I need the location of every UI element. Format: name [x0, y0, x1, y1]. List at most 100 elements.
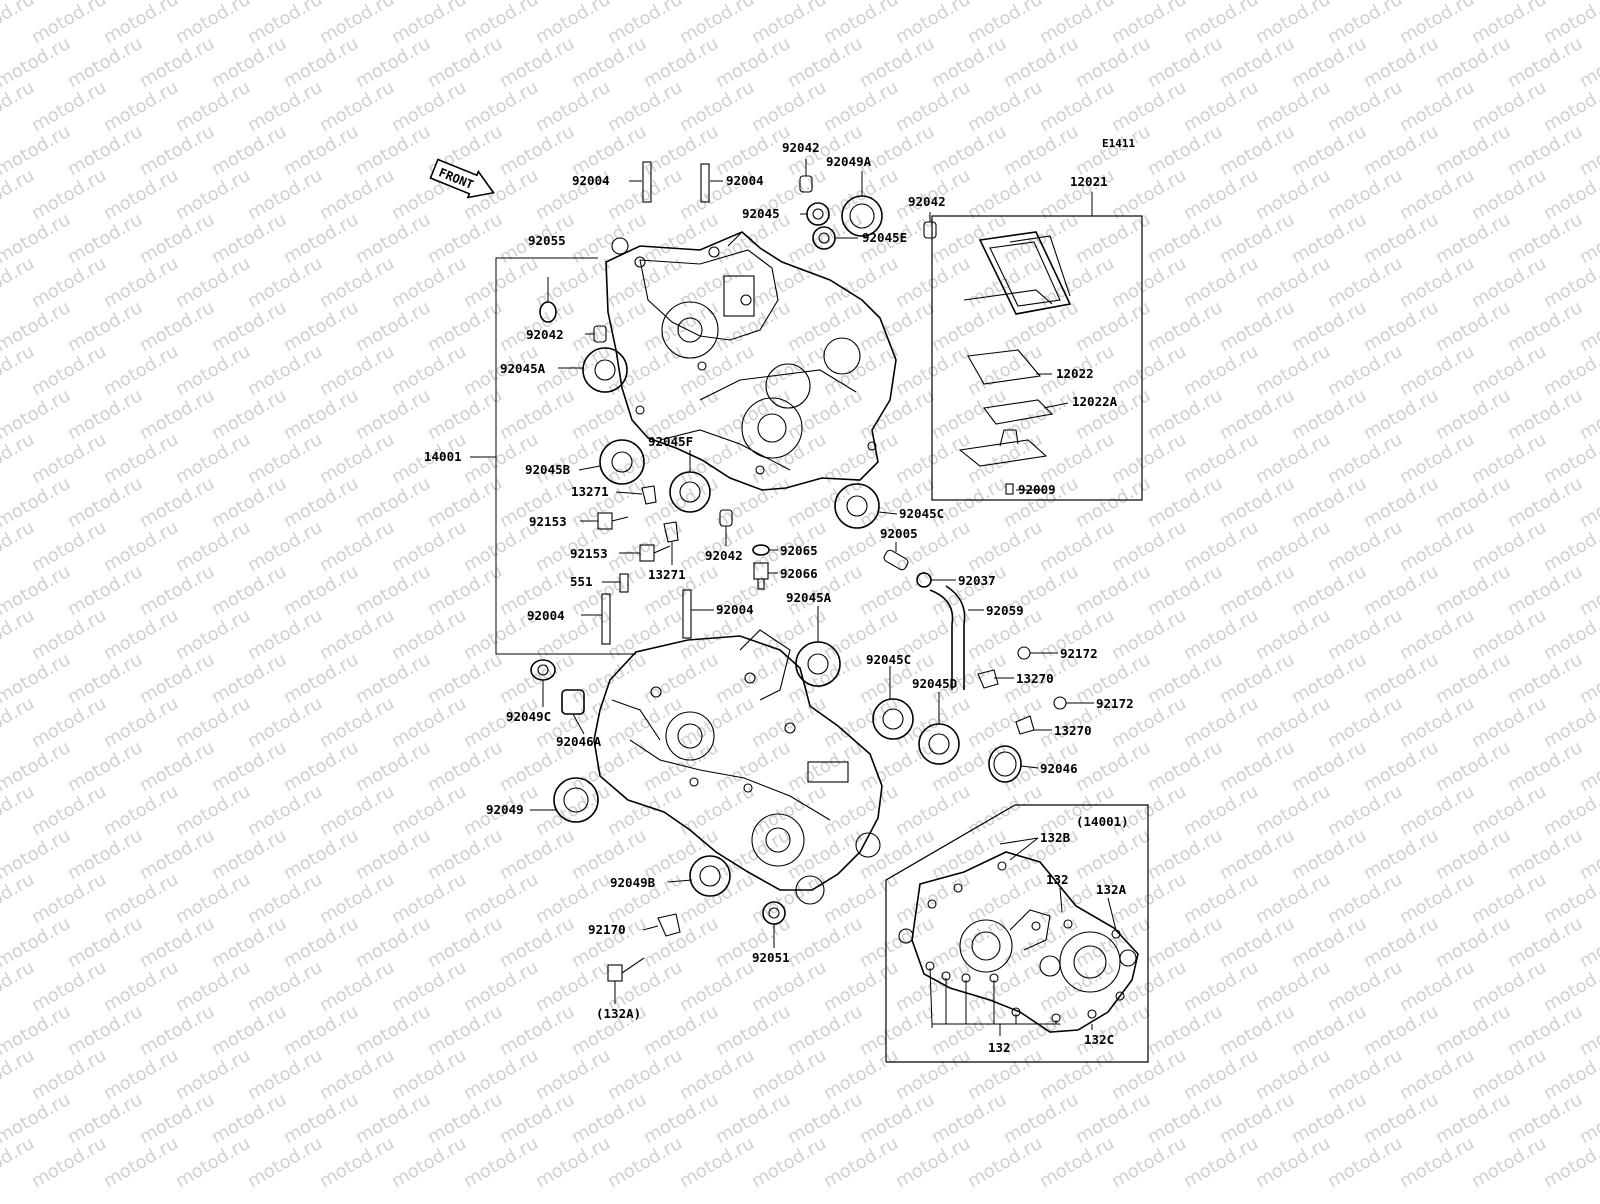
watermark-text: motod.ru — [1072, 1001, 1154, 1060]
watermark-text: motod.ru — [1036, 77, 1118, 136]
watermark-text: motod.ru — [280, 385, 362, 444]
watermark-text: motod.ru — [1144, 33, 1226, 92]
watermark-text: motod.ru — [1432, 385, 1514, 444]
label-92005: 92005 — [880, 526, 918, 541]
watermark-text: motod.ru — [460, 77, 542, 136]
label-92055: 92055 — [528, 233, 566, 248]
watermark-text: motod.ru — [820, 77, 902, 136]
watermark-text: motod.ru — [352, 209, 434, 268]
part-clip-92170 — [657, 913, 681, 937]
watermark-text: motod.ru — [1252, 165, 1334, 224]
label-92042-r: 92042 — [908, 194, 946, 209]
watermark-text: motod.ru — [136, 33, 218, 92]
watermark-text: motod.ru — [100, 957, 182, 1016]
watermark-text: motod.ru — [1288, 649, 1370, 708]
label-92046A: 92046A — [556, 734, 602, 749]
watermark-text: motod.ru — [424, 1001, 506, 1060]
watermark-text: motod.ru — [1432, 33, 1514, 92]
watermark-text: motod.ru — [424, 649, 506, 708]
watermark-text: motod.ru — [856, 561, 938, 620]
watermark-text: motod.ru — [568, 561, 650, 620]
watermark-text: motod.ru — [1396, 1045, 1478, 1104]
label-92045C-a: 92045C — [899, 506, 944, 521]
watermark-text: motod.ru — [1036, 1045, 1118, 1104]
watermark-text: motod.ru — [352, 1001, 434, 1060]
watermark-text: motod.ru — [1432, 737, 1514, 796]
watermark-text: motod.ru — [1180, 429, 1262, 488]
watermark-text: motod.ru — [532, 0, 614, 48]
watermark-text: motod.ru — [172, 517, 254, 576]
watermark-text: motod.ru — [172, 781, 254, 840]
watermark-text: motod.ru — [1108, 1133, 1190, 1192]
label-92172-a: 92172 — [1060, 646, 1098, 661]
watermark-text: motod.ru — [892, 1045, 974, 1104]
watermark-text: motod.ru — [388, 605, 470, 664]
watermark-text: motod.ru — [1144, 737, 1226, 796]
label-92059: 92059 — [986, 603, 1024, 618]
label-132C: 132C — [1084, 1032, 1114, 1047]
watermark-text: motod.ru — [1396, 253, 1478, 312]
watermark-text: motod.ru — [460, 869, 542, 928]
label-13271-b: 13271 — [648, 567, 686, 582]
watermark-text: motod.ru — [676, 253, 758, 312]
watermark-text: motod.ru — [316, 429, 398, 488]
watermark-text: motod.ru — [928, 473, 1010, 532]
watermark-text: motod.ru — [1252, 253, 1334, 312]
watermark-text: motod.ru — [1324, 253, 1406, 312]
watermark-text: motod.ru — [748, 1045, 830, 1104]
watermark-text: motod.ru — [1180, 0, 1262, 48]
watermark-text: motod.ru — [388, 781, 470, 840]
watermark-text: motod.ru — [1468, 605, 1550, 664]
watermark-text: motod.ru — [1288, 297, 1370, 356]
watermark-text: motod.ru — [568, 385, 650, 444]
label-92045B: 92045B — [525, 462, 571, 477]
watermark-text: motod.ru — [1108, 781, 1190, 840]
watermark-text: motod.ru — [1216, 737, 1298, 796]
watermark-text: motod.ru — [460, 1045, 542, 1104]
watermark-text: motod.ru — [1180, 781, 1262, 840]
watermark-text: motod.ru — [1036, 517, 1118, 576]
watermark-text: motod.ru — [28, 341, 110, 400]
watermark-text: motod.ru — [28, 253, 110, 312]
watermark-text: motod.ru — [28, 517, 110, 576]
watermark-text: motod.ru — [784, 913, 866, 972]
watermark-text: motod.ru — [208, 913, 290, 972]
watermark-text: motod.ru — [244, 957, 326, 1016]
watermark-text: motod.ru — [316, 693, 398, 752]
watermark-text: motod.ru — [892, 781, 974, 840]
watermark-text: motod.ru — [1360, 121, 1442, 180]
watermark-text: motod.ru — [856, 121, 938, 180]
watermark-text: motod.ru — [136, 913, 218, 972]
watermark-text: motod.ru — [1396, 957, 1478, 1016]
watermark-text: motod.ru — [1504, 1089, 1586, 1148]
part-bearing-92045B — [599, 439, 645, 485]
watermark-text: motod.ru — [64, 913, 146, 972]
label-92051: 92051 — [752, 950, 790, 965]
watermark-text: motod.ru — [1000, 33, 1082, 92]
watermark-text: motod.ru — [244, 693, 326, 752]
watermark-text: motod.ru — [136, 649, 218, 708]
watermark-text: motod.ru — [1252, 781, 1334, 840]
watermark-text: motod.ru — [1144, 209, 1226, 268]
watermark-text: motod.ru — [1144, 1001, 1226, 1060]
watermark-text: motod.ru — [424, 209, 506, 268]
watermark-text: motod.ru — [1252, 1045, 1334, 1104]
watermark-text: motod.ru — [532, 1133, 614, 1192]
watermark-text: motod.ru — [316, 1045, 398, 1104]
watermark-text: motod.ru — [0, 0, 38, 48]
watermark-text: motod.ru — [424, 737, 506, 796]
part-seal-92049 — [553, 777, 599, 823]
watermark-text: motod.ru — [820, 165, 902, 224]
watermark-text: motod.ru — [460, 253, 542, 312]
watermark-text: motod.ru — [1324, 165, 1406, 224]
watermark-text: motod.ru — [568, 1089, 650, 1148]
watermark-text: motod.ru — [172, 605, 254, 664]
watermark-text: motod.ru — [208, 1001, 290, 1060]
watermark-text: motod.ru — [172, 165, 254, 224]
watermark-text: motod.ru — [64, 473, 146, 532]
label-92045D: 92045D — [912, 676, 957, 691]
watermark-text: motod.ru — [1432, 121, 1514, 180]
watermark-text: motod.ru — [532, 781, 614, 840]
watermark-text: motod.ru — [1108, 1045, 1190, 1104]
watermark-text: motod.ru — [352, 297, 434, 356]
